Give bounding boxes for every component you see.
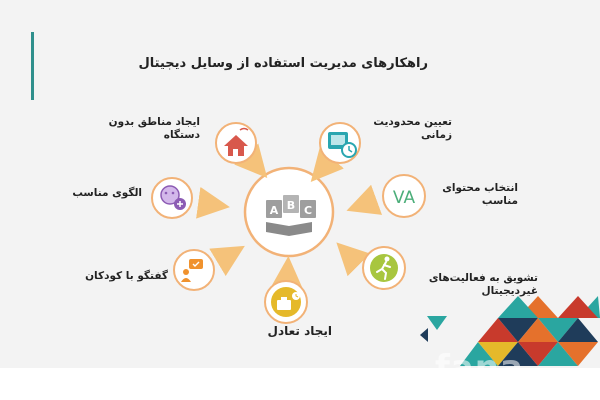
bottom-band (0, 368, 600, 400)
abc-books-icon: A B C (266, 195, 316, 236)
center-node: A B C (243, 166, 335, 258)
balance-scale-icon (271, 287, 301, 317)
no-device-home-icon (224, 127, 249, 156)
node-balance (264, 280, 308, 324)
label-balance: ایجاد تعادل (267, 324, 332, 338)
decorative-triangles (420, 296, 600, 366)
arrow-offline-activity (336, 242, 371, 277)
va-content-icon: VA (393, 188, 416, 208)
node-role-model (151, 177, 193, 219)
label-conversation: گفتگو با کودکان (85, 270, 168, 282)
svg-text:C: C (304, 204, 312, 217)
title-accent-bar (31, 32, 34, 100)
node-time-limits (319, 122, 361, 164)
node-no-device-zones (215, 122, 257, 164)
arrow-time-limits (310, 147, 344, 183)
svg-text:B: B (287, 199, 295, 212)
role-model-icon (160, 185, 186, 210)
arrow-no-device-zones (234, 143, 268, 179)
svg-text:A: A (270, 204, 279, 217)
arrow-conversation (209, 245, 245, 277)
node-offline-activity (362, 246, 406, 290)
conversation-icon (181, 259, 203, 282)
running-person-icon (370, 254, 398, 282)
slide-title: راهکارهای مدیریت استفاده از وسایل دیجیتا… (138, 56, 429, 71)
label-role-model: الگوی مناسب (72, 187, 142, 199)
screen-time-clock-icon (328, 132, 357, 158)
svg-text:VA: VA (393, 188, 416, 208)
arrow-content-choice (346, 184, 383, 215)
node-content-choice: VA (382, 174, 426, 218)
watermark-logo: fana (435, 348, 524, 388)
node-conversation (173, 249, 215, 291)
arrow-role-model (196, 186, 230, 219)
